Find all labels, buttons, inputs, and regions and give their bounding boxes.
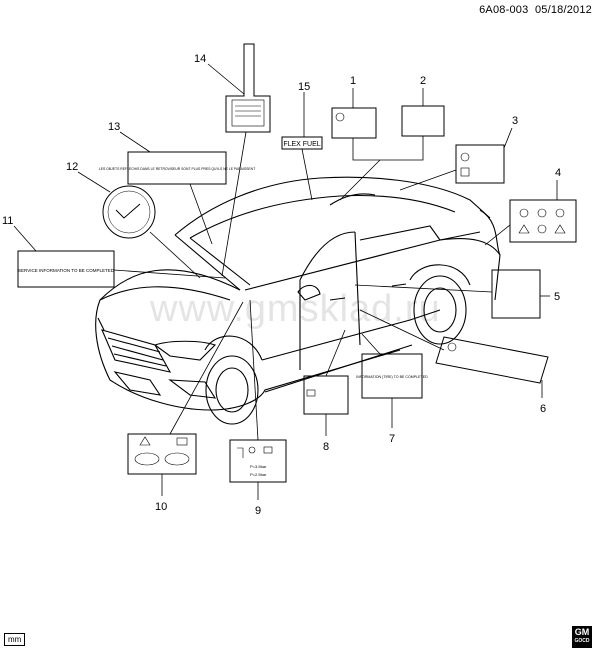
callout-12: 12 — [66, 161, 78, 173]
label-8-box — [303, 375, 349, 415]
callout-5: 5 — [554, 291, 560, 303]
label-10-box — [127, 433, 197, 475]
label-9-text-a: P=3.5bar — [250, 464, 267, 469]
car-illustration — [95, 176, 501, 425]
watermark: www.gmsklad.ru — [150, 288, 441, 330]
label-2-box — [401, 105, 445, 137]
label-9-text-b: P=2.5bar — [250, 472, 267, 477]
label-12-disc — [102, 185, 156, 239]
label-11-text: SERVICE INFORMATION TO BE COMPLETED — [18, 268, 115, 273]
label-7-text: INFORMATION (TIRE) TO BE COMPLETED — [356, 375, 428, 379]
callout-10: 10 — [155, 501, 167, 513]
diagram-code: 6A08-003 — [479, 4, 529, 16]
diagram-date: 05/18/2012 — [534, 4, 592, 16]
callout-13: 13 — [108, 121, 120, 133]
diagram-header: 6A08-003 05/18/2012 — [479, 4, 592, 16]
label-1-box — [331, 107, 377, 139]
gm-logo-top: GM — [574, 627, 590, 637]
callout-14: 14 — [194, 53, 206, 65]
leader-lines — [13, 63, 558, 500]
label-4-box — [509, 199, 577, 243]
callout-1: 1 — [350, 75, 356, 87]
label-13-text: LES OBJETS REFLECHIS DANS LE RETROVISEUR… — [99, 167, 255, 171]
label-14-tag — [225, 43, 271, 133]
callout-9: 9 — [255, 505, 261, 517]
label-6-box — [435, 336, 549, 384]
label-11-box — [17, 250, 115, 288]
callout-7: 7 — [389, 433, 395, 445]
callout-8: 8 — [323, 441, 329, 453]
callout-11: 11 — [2, 215, 13, 227]
label-3-box — [455, 144, 505, 184]
gm-logo: GM GOCD — [572, 626, 592, 648]
callout-15: 15 — [298, 81, 310, 93]
callout-2: 2 — [420, 75, 426, 87]
callout-6: 6 — [540, 403, 546, 415]
label-15-text: FLEX FUEL — [283, 141, 320, 148]
label-5-box — [491, 269, 541, 319]
label-13-box — [127, 151, 227, 185]
callout-4: 4 — [555, 167, 561, 179]
gm-logo-bottom: GOCD — [574, 638, 590, 644]
callout-3: 3 — [512, 115, 518, 127]
footer-tag: mm — [4, 633, 26, 646]
